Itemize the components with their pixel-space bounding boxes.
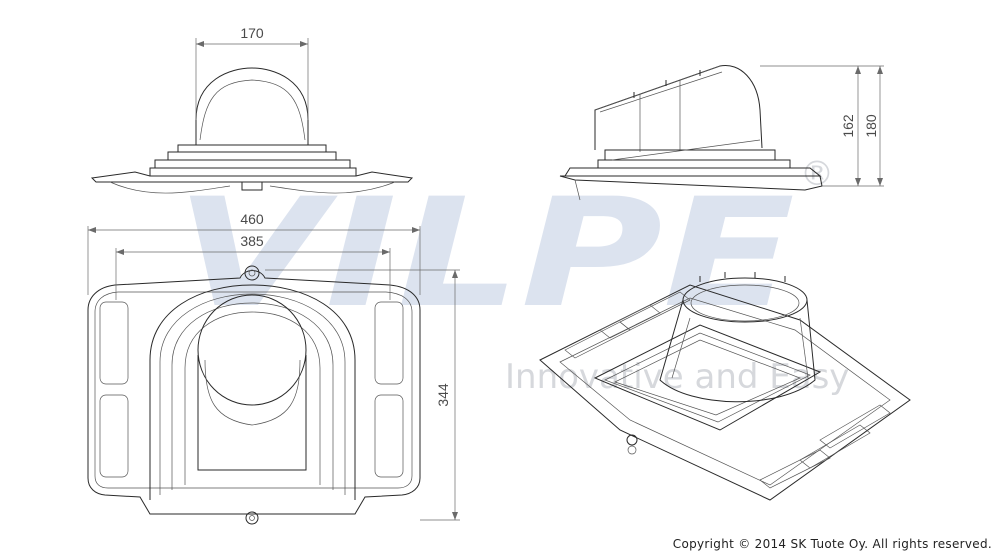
- dimension-overall-width: 460: [240, 211, 264, 227]
- dimension-inner-width: 385: [240, 233, 264, 249]
- watermark-brand: VILPE: [175, 167, 795, 341]
- side-elevation-view: 162 180: [559, 64, 884, 201]
- dimension-height-a: 162: [840, 114, 856, 138]
- watermark: VILPE Innovative and Easy ®: [175, 154, 849, 397]
- isometric-view: [539, 272, 911, 501]
- front-elevation-view: 170: [90, 25, 414, 194]
- dimension-top-width: 170: [240, 25, 264, 41]
- dimension-height-b: 180: [863, 114, 879, 138]
- plan-view: 460 385 344: [87, 211, 460, 525]
- copyright-notice: Copyright © 2014 SK Tuote Oy. All rights…: [672, 537, 992, 551]
- dimension-depth: 344: [435, 383, 451, 407]
